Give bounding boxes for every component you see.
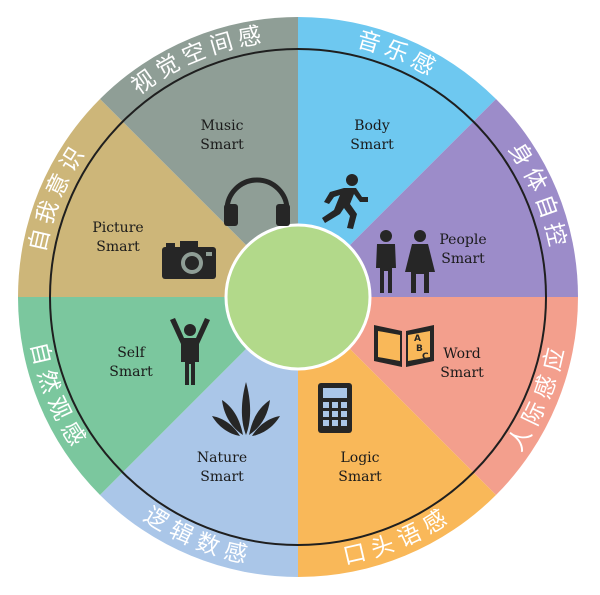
wedge-self bbox=[18, 99, 298, 297]
book-letter-c: C bbox=[422, 352, 429, 362]
wedge-body bbox=[298, 99, 578, 297]
wedge-nature bbox=[18, 297, 298, 495]
calculator-icon bbox=[318, 383, 352, 433]
headphones-icon bbox=[224, 177, 290, 226]
camera-icon bbox=[162, 241, 216, 279]
center-circle bbox=[224, 223, 372, 371]
leaves-icon bbox=[212, 382, 280, 436]
wedge-word bbox=[298, 297, 496, 577]
book-letter-a: A bbox=[414, 334, 421, 344]
wedge-picture bbox=[100, 17, 298, 297]
inner-ring-divider bbox=[49, 48, 547, 546]
raised-arms-person-icon bbox=[170, 318, 210, 385]
abc-book-icon: A B C bbox=[374, 325, 434, 367]
segment-icons: A B C bbox=[162, 174, 435, 436]
running-person-icon bbox=[322, 174, 368, 229]
man-woman-icon bbox=[376, 230, 435, 293]
book-letter-b: B bbox=[416, 344, 423, 354]
wedge-people bbox=[298, 297, 578, 495]
wedge-logic bbox=[100, 297, 298, 577]
